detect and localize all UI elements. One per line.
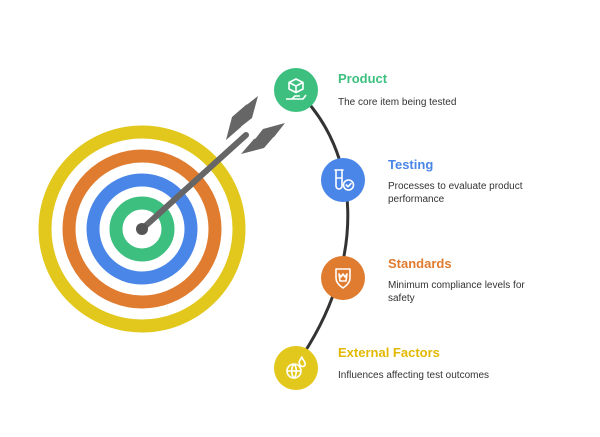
- test-tube-check-icon: [334, 169, 355, 191]
- standards-description: Minimum compliance levels for safety: [388, 280, 525, 304]
- testing-description: Processes to evaluate product performanc…: [388, 181, 523, 205]
- target-ring-orange: [62, 149, 222, 309]
- globe-fire-icon: [286, 356, 306, 379]
- target-ring-green: [109, 196, 175, 262]
- arrow-tip: [136, 223, 148, 235]
- target-ring-yellow: [38, 125, 246, 333]
- external-factors-description: Influences affecting test outcomes: [338, 370, 490, 381]
- arrow-shaft: [139, 132, 249, 232]
- shield-badge-icon: [335, 268, 351, 289]
- connector-arc: [294, 88, 350, 366]
- target: [38, 125, 246, 333]
- external-factors-title: External Factors: [338, 345, 440, 360]
- standards-title: Standards: [388, 256, 452, 271]
- arrow: [136, 96, 285, 235]
- arrow-fletch-1: [226, 104, 247, 140]
- testing-title: Testing: [388, 157, 434, 172]
- target-ring-blue: [86, 173, 198, 285]
- arrow-fletch-3: [238, 96, 258, 129]
- product-description: The core item being tested: [338, 97, 457, 108]
- external-factors-icon-circle: [274, 346, 318, 390]
- product-title: Product: [338, 71, 388, 86]
- testing-icon-circle: [321, 158, 365, 202]
- standards-icon-circle: [321, 256, 365, 300]
- arrow-fletch-4: [252, 123, 285, 143]
- box-on-hand-icon: [286, 78, 307, 100]
- product-icon-circle: [274, 68, 318, 112]
